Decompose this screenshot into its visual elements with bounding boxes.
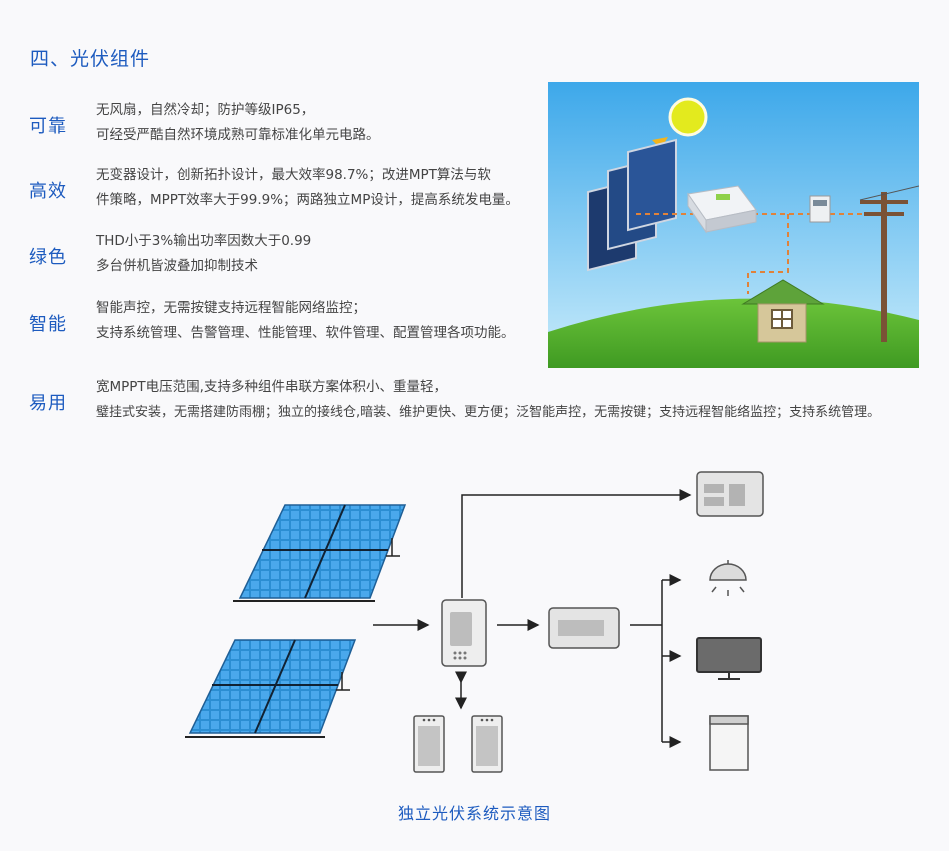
feature-line: THD小于3%输出功率因数大于0.99 <box>96 233 312 249</box>
feature-label: 易用 <box>29 393 67 414</box>
feature-description: 宽MPPT电压范围,支持多种组件串联方案体积小、重量轻， 璧挂式安装，无需搭建防… <box>96 375 880 425</box>
sun-icon <box>668 97 708 137</box>
feature-description: THD小于3%输出功率因数大于0.99 多台併机皆波叠加抑制技术 <box>96 229 311 279</box>
appliance-icon <box>696 471 764 517</box>
feature-line: 可经受严酷自然环境成熟可靠标准化单元电路。 <box>96 127 380 143</box>
section-title: 四、光伏组件 <box>30 48 151 70</box>
feature-line: 璧挂式安装，无需搭建防雨棚；独立的接线仓,暗装、维护更快、更方便；泛智能声控，无… <box>96 405 881 420</box>
battery-icon <box>413 715 445 773</box>
system-diagram <box>0 450 949 790</box>
feature-label: 绿色 <box>29 247 67 268</box>
feature-line: 宽MPPT电压范围,支持多种组件串联方案体积小、重量轻， <box>96 379 447 395</box>
diagram-caption: 独立光伏系统示意图 <box>397 804 551 823</box>
inverter-icon <box>548 607 620 649</box>
utility-pole-icon <box>859 185 919 342</box>
solar-panel-icon <box>587 138 677 272</box>
feature-line: 无风扇，自然冷却；防护等级IP65， <box>96 102 315 118</box>
house-icon <box>741 279 825 343</box>
illustration-svg <box>548 82 919 368</box>
feature-label: 智能 <box>29 314 67 335</box>
solar-system-illustration <box>548 82 919 368</box>
feature-label: 可靠 <box>29 116 67 137</box>
feature-description: 无风扇，自然冷却；防护等级IP65， 可经受严酷自然环境成熟可靠标准化单元电路。 <box>96 98 380 148</box>
diagram-svg <box>185 471 764 773</box>
feature-line: 多台併机皆波叠加抑制技术 <box>96 258 258 274</box>
solar-panel-icon <box>185 639 357 738</box>
monitor-icon <box>696 637 762 680</box>
feature-label: 高效 <box>29 181 67 202</box>
feature-line: 件策略，MPPT效率大于99.9%；两路独立MP设计，提高系统发电量。 <box>96 192 519 208</box>
lamp-icon <box>709 560 747 596</box>
feature-line: 无变器设计，创新拓扑设计，最大效率98.7%；改进MPT算法与软 <box>96 167 491 183</box>
fridge-icon <box>709 715 749 771</box>
battery-icon <box>471 715 503 773</box>
feature-line: 支持系统管理、告警管理、性能管理、软件管理、配置管理各项功能。 <box>96 325 515 341</box>
controller-icon <box>441 599 487 667</box>
feature-description: 无变器设计，创新拓扑设计，最大效率98.7%；改进MPT算法与软 件策略，MPP… <box>96 163 519 213</box>
meter-icon <box>809 195 831 223</box>
feature-line: 智能声控，无需按键支持远程智能网络监控； <box>96 300 366 316</box>
feature-description: 智能声控，无需按键支持远程智能网络监控； 支持系统管理、告警管理、性能管理、软件… <box>96 296 515 346</box>
inverter-icon <box>687 185 757 234</box>
solar-panel-icon <box>233 504 407 602</box>
